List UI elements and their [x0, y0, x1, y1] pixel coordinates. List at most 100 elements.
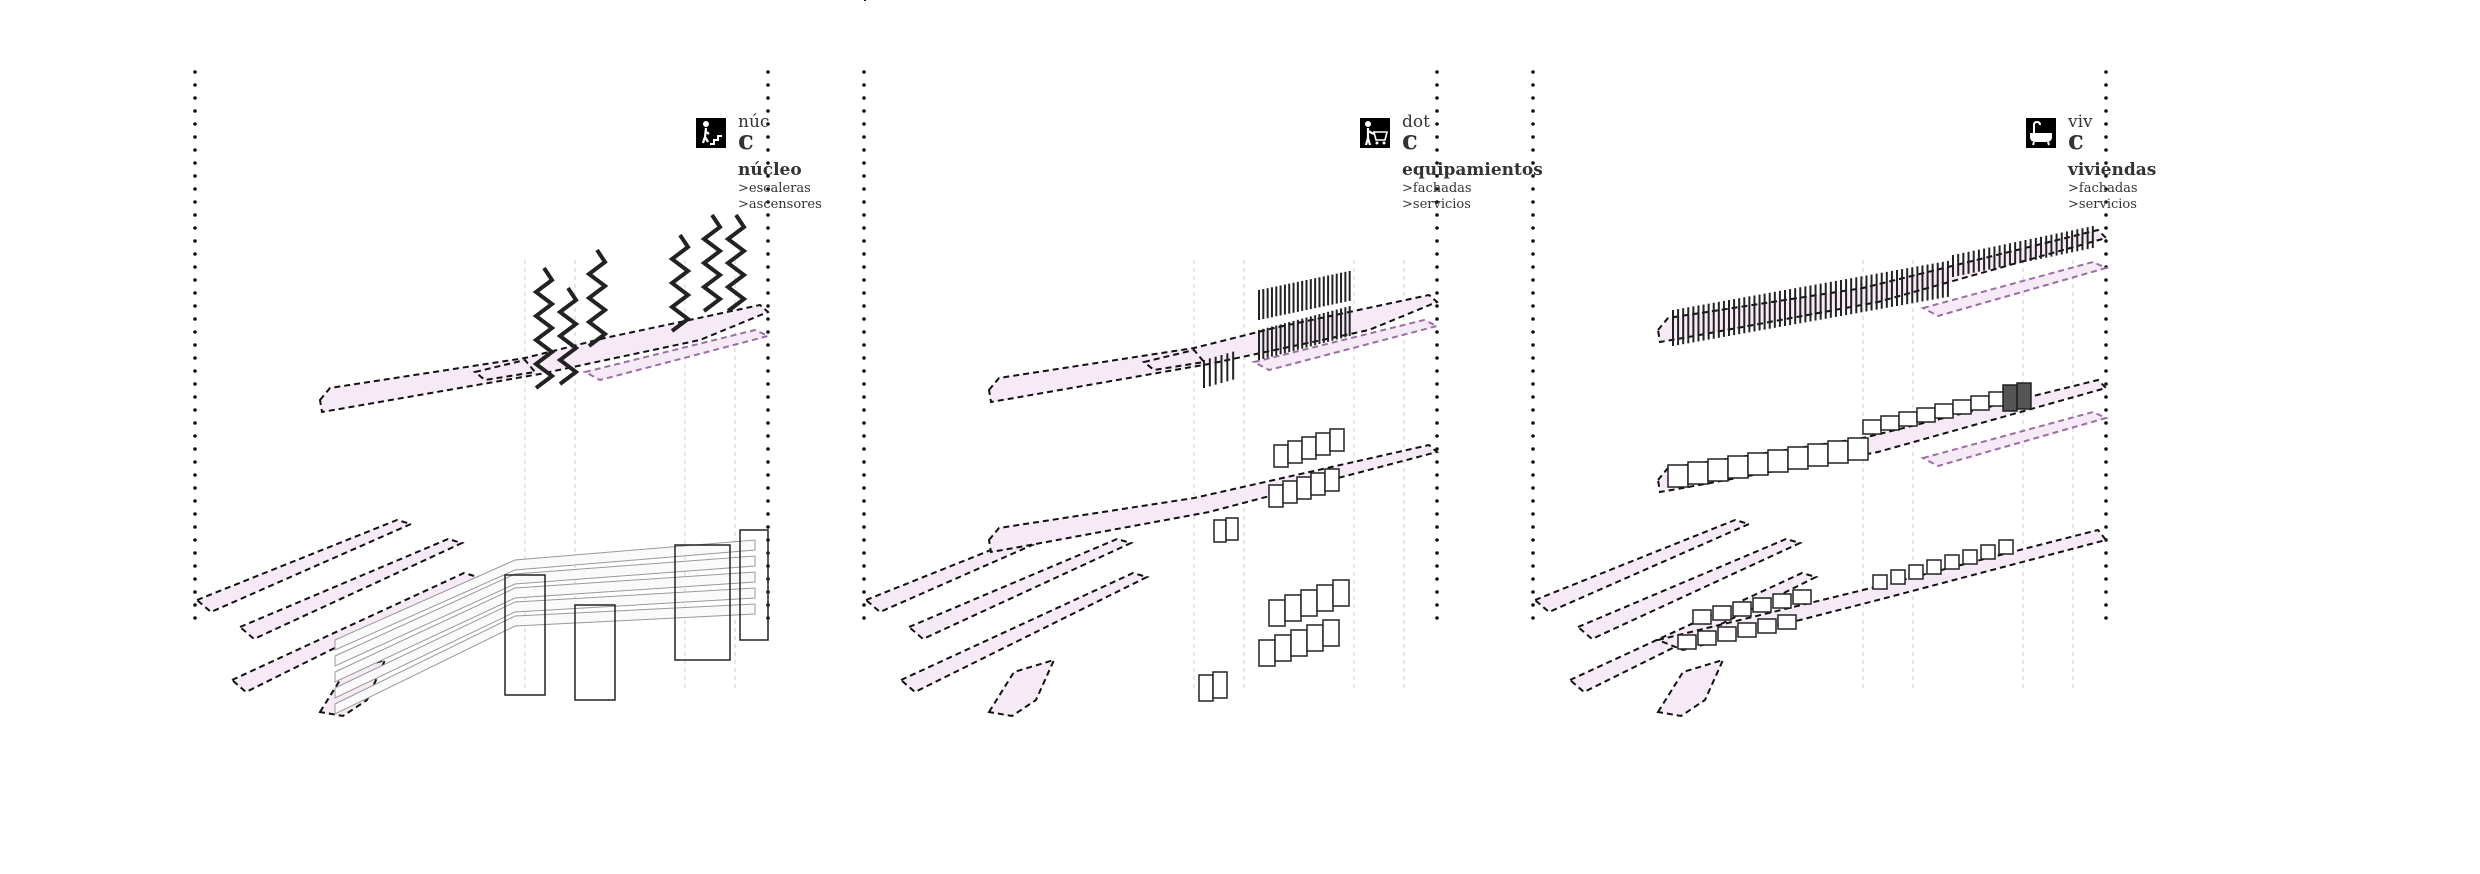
volume-box	[1916, 407, 1936, 423]
legend-title: viviendas	[2068, 160, 2157, 180]
volume-box	[1872, 574, 1888, 590]
dotted-boundary-line	[1531, 616, 1535, 620]
volume-box	[1934, 403, 1954, 419]
dotted-boundary-line	[2104, 278, 2108, 282]
dotted-boundary-line	[766, 161, 770, 165]
dotted-boundary-line	[2104, 174, 2108, 178]
dotted-boundary-line	[1531, 148, 1535, 152]
dotted-boundary-line	[862, 577, 866, 581]
dotted-boundary-line	[1531, 408, 1535, 412]
volume-box	[1890, 569, 1906, 585]
volume-box	[1880, 415, 1900, 431]
dotted-boundary-line	[1531, 226, 1535, 230]
volume-box	[1225, 517, 1239, 541]
dotted-boundary-line	[193, 291, 197, 295]
volume-box	[1807, 443, 1829, 467]
volume-box	[1687, 461, 1709, 485]
legend-item: >fachadas	[1402, 181, 1472, 196]
dotted-boundary-line	[766, 343, 770, 347]
dotted-boundary-line	[1435, 369, 1439, 373]
dotted-boundary-line	[193, 109, 197, 113]
dotted-boundary-line	[1435, 278, 1439, 282]
dotted-boundary-line	[2104, 252, 2108, 256]
volume-box	[1284, 594, 1302, 622]
dotted-boundary-line	[2104, 213, 2108, 217]
legend-item: >fachadas	[2068, 181, 2138, 196]
dotted-boundary-line	[766, 278, 770, 282]
volume-box	[1944, 554, 1960, 570]
dashed-slab-outline	[987, 293, 1439, 404]
volume-box	[2002, 384, 2018, 412]
volume-box	[1962, 549, 1978, 565]
volume-box	[739, 529, 769, 641]
dotted-boundary-line	[1435, 265, 1439, 269]
volume-box	[1970, 395, 1990, 411]
dotted-boundary-line	[1531, 278, 1535, 282]
dotted-boundary-line	[193, 486, 197, 490]
volume-box	[1310, 472, 1326, 496]
legend-item: >ascensores	[738, 197, 822, 212]
dotted-boundary-line	[1435, 525, 1439, 529]
dotted-boundary-line	[193, 239, 197, 243]
dotted-boundary-line	[1531, 486, 1535, 490]
panel-viviendas-drawing	[1531, 70, 2109, 718]
dotted-boundary-line	[2104, 343, 2108, 347]
legend-letter: c	[1402, 126, 1418, 156]
dotted-boundary-line	[1531, 395, 1535, 399]
dashed-slab-outline	[1533, 518, 1752, 614]
dotted-boundary-line	[1435, 564, 1439, 568]
dotted-boundary-line	[1531, 70, 1535, 74]
volume-box	[1332, 579, 1350, 607]
dotted-boundary-line	[862, 239, 866, 243]
volume-box	[1998, 539, 2014, 555]
dashed-slab-outline	[582, 328, 771, 382]
dotted-boundary-line	[1531, 96, 1535, 100]
stair-flight	[724, 213, 748, 313]
dotted-boundary-line	[1435, 174, 1439, 178]
dotted-boundary-line	[193, 525, 197, 529]
legend-abbr: dot	[1402, 112, 1430, 132]
dashed-slab-outline	[195, 518, 414, 614]
dotted-boundary-line	[766, 434, 770, 438]
volume-box	[1324, 468, 1340, 492]
dotted-boundary-line	[862, 213, 866, 217]
dotted-boundary-line	[2104, 460, 2108, 464]
volume-box	[1667, 464, 1689, 488]
dotted-boundary-line	[1435, 395, 1439, 399]
volume-box	[1322, 619, 1340, 647]
dotted-boundary-line	[193, 551, 197, 555]
dotted-boundary-line	[766, 421, 770, 425]
dotted-boundary-line	[2104, 486, 2108, 490]
volume-box	[1213, 519, 1227, 543]
dotted-boundary-line	[2104, 564, 2108, 568]
dotted-boundary-line	[1435, 187, 1439, 191]
dotted-boundary-line	[1531, 265, 1535, 269]
dotted-boundary-line	[862, 265, 866, 269]
shopping-cart-person-icon	[1360, 118, 1390, 148]
dotted-boundary-line	[862, 226, 866, 230]
dotted-boundary-line	[766, 265, 770, 269]
dotted-boundary-line	[1435, 252, 1439, 256]
volume-box	[1980, 544, 1996, 560]
dotted-boundary-line	[193, 135, 197, 139]
dotted-boundary-line	[862, 499, 866, 503]
dotted-boundary-line	[2104, 83, 2108, 87]
dotted-boundary-line	[862, 395, 866, 399]
dotted-boundary-line	[193, 317, 197, 321]
dotted-boundary-line	[1435, 213, 1439, 217]
volume-box	[1315, 432, 1331, 456]
volume-box	[504, 574, 546, 696]
dotted-boundary-line	[862, 616, 866, 620]
dashed-slab-outline	[1576, 537, 1803, 641]
dotted-boundary-line	[1531, 525, 1535, 529]
dotted-boundary-line	[2104, 200, 2108, 204]
volume-box	[1862, 419, 1882, 435]
dotted-boundary-line	[193, 499, 197, 503]
volume-box	[1212, 671, 1228, 699]
dotted-boundary-line	[1531, 603, 1535, 607]
panel-nucleo-drawing	[193, 70, 771, 718]
volume-box	[1747, 452, 1769, 476]
dotted-boundary-line	[1531, 239, 1535, 243]
dotted-boundary-line	[862, 161, 866, 165]
legend-letter: c	[738, 126, 754, 156]
